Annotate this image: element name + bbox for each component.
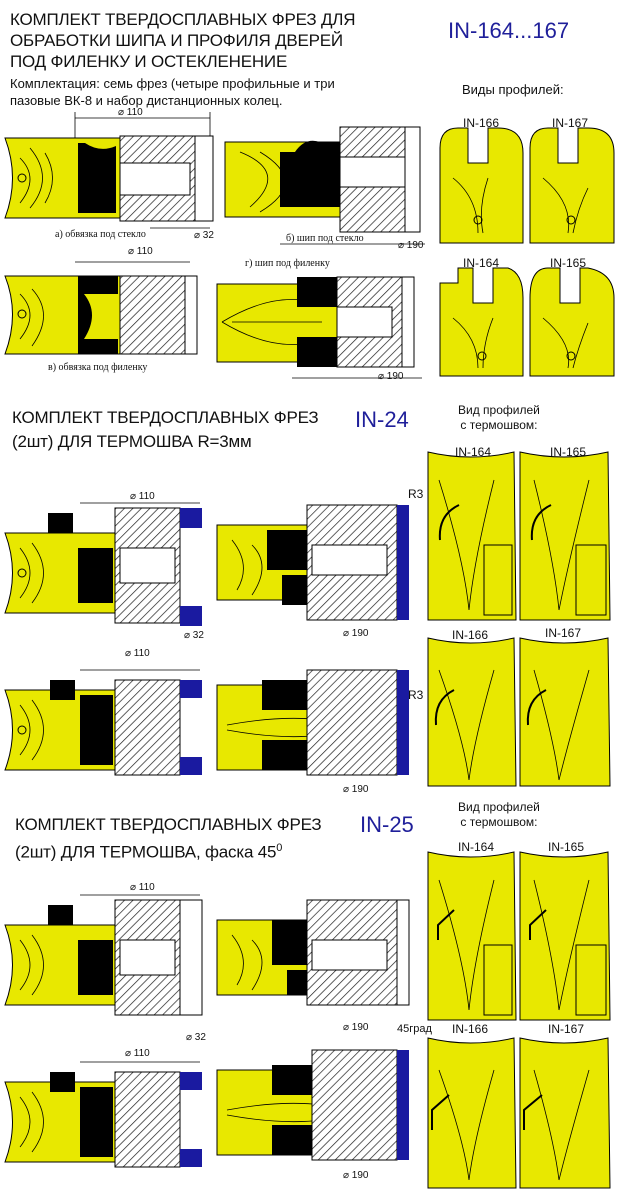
section3-title-2: (2шт) ДЛЯ ТЕРМОШВА, фаска 450 <box>15 838 282 863</box>
product-code: IN-164...167 <box>448 18 570 43</box>
s2-radius-label-2: R3 <box>408 688 424 702</box>
profile-label-in-164: IN-164 <box>463 256 500 270</box>
section2-title-1: КОМПЛЕКТ ТВЕРДОСПЛАВНЫХ ФРЕЗ <box>12 408 319 427</box>
section3-code: IN-25 <box>360 812 414 837</box>
section3-title-1: КОМПЛЕКТ ТВЕРДОСПЛАВНЫХ ФРЕЗ <box>15 815 322 834</box>
title-line-2: ОБРАБОТКИ ШИПА И ПРОФИЛЯ ДВЕРЕЙ <box>10 31 343 50</box>
s2-dim-190-top: ⌀ 190 <box>343 628 369 639</box>
section3-title-sup: 0 <box>276 842 283 854</box>
section3-profiles-diagram <box>427 851 611 1189</box>
section3-cutter-bottom-left <box>4 1061 202 1168</box>
section3-cutter-bottom-right <box>216 1049 409 1161</box>
section2-code: IN-24 <box>355 407 409 432</box>
section2-title-2: (2шт) ДЛЯ ТЕРМОШВА R=3мм <box>12 432 252 451</box>
caption-b: б) шип под стекло <box>286 233 364 244</box>
section2-profiles-title: Вид профилей с термошвом: <box>458 403 540 433</box>
cutter-diagram-a <box>4 112 214 229</box>
s3-dim-32: ⌀ 32 <box>186 1032 206 1043</box>
section3-title-2-text: (2шт) ДЛЯ ТЕРМОШВА, фаска 45 <box>15 842 277 862</box>
profile-label-in-165: IN-165 <box>550 256 587 270</box>
s3-angle-label: 45град <box>397 1023 432 1035</box>
title-line-3: ПОД ФИЛЕНКУ И ОСТЕКЛЕНЕНИЕ <box>10 52 288 71</box>
s2-profile-label-in-165: IN-165 <box>550 445 587 459</box>
caption-g: г) шип под филенку <box>245 258 330 269</box>
s2-dim-190-bot: ⌀ 190 <box>343 784 369 795</box>
s3-profile-label-in-167: IN-167 <box>548 1022 585 1036</box>
kit-line-1: Комплектация: семь фрез (четыре профильн… <box>10 76 335 91</box>
dim-110-a: ⌀ 110 <box>118 107 143 118</box>
section2-cutter-bottom-right <box>216 669 409 776</box>
s3-profile-label-in-166: IN-166 <box>452 1022 489 1036</box>
dim-190-g: ⌀ 190 <box>378 371 404 382</box>
section2-cutter-bottom-left <box>4 669 202 776</box>
caption-v: в) обвязка под филенку <box>48 362 148 373</box>
profile-label-in-167: IN-167 <box>552 116 589 130</box>
section2-profiles-title-1: Вид профилей <box>458 403 540 417</box>
cutter-diagram-v <box>4 261 198 355</box>
section3-cutter-top-right <box>216 899 410 1006</box>
s2-dim-110-top: ⌀ 110 <box>130 491 155 502</box>
cutter-diagram-b <box>224 126 425 245</box>
section2-profiles-diagram <box>427 451 611 787</box>
s3-dim-190-bot: ⌀ 190 <box>343 1170 369 1181</box>
s2-profile-label-in-166: IN-166 <box>452 628 489 642</box>
kit-line-2: пазовые ВК-8 и набор дистанционных колец… <box>10 93 283 108</box>
dim-190-b: ⌀ 190 <box>398 240 424 251</box>
caption-a: а) обвязка под стекло <box>55 229 146 240</box>
profiles-diagram-1 <box>439 127 615 377</box>
s3-dim-190-top: ⌀ 190 <box>343 1022 369 1033</box>
s2-dim-32: ⌀ 32 <box>184 630 204 641</box>
profiles-title-1: Виды профилей: <box>462 82 564 97</box>
section3-profiles-title-1: Вид профилей <box>458 800 540 814</box>
s3-profile-label-in-164: IN-164 <box>458 840 495 854</box>
s3-dim-110-top: ⌀ 110 <box>130 882 155 893</box>
section2-cutter-top-left <box>4 502 202 626</box>
section2-cutter-top-right <box>216 504 409 621</box>
s2-profile-label-in-167: IN-167 <box>545 626 582 640</box>
section2-profiles-title-2: с термошвом: <box>460 418 538 432</box>
section3-cutter-top-left <box>4 894 203 1016</box>
dim-32: ⌀ 32 <box>194 230 214 241</box>
s2-profile-label-in-164: IN-164 <box>455 445 492 459</box>
dim-110-v: ⌀ 110 <box>128 246 153 257</box>
title-line-1: КОМПЛЕКТ ТВЕРДОСПЛАВНЫХ ФРЕЗ ДЛЯ <box>10 10 356 29</box>
section3-profiles-title-2: с термошвом: <box>460 815 538 829</box>
s2-radius-label-1: R3 <box>408 487 424 501</box>
cutter-diagram-g <box>216 276 422 379</box>
s2-dim-110-bot: ⌀ 110 <box>125 648 150 659</box>
section3-profiles-title: Вид профилей с термошвом: <box>458 800 540 830</box>
s3-profile-label-in-165: IN-165 <box>548 840 585 854</box>
s3-dim-110-bot: ⌀ 110 <box>125 1048 150 1059</box>
profile-label-in-166: IN-166 <box>463 116 500 130</box>
